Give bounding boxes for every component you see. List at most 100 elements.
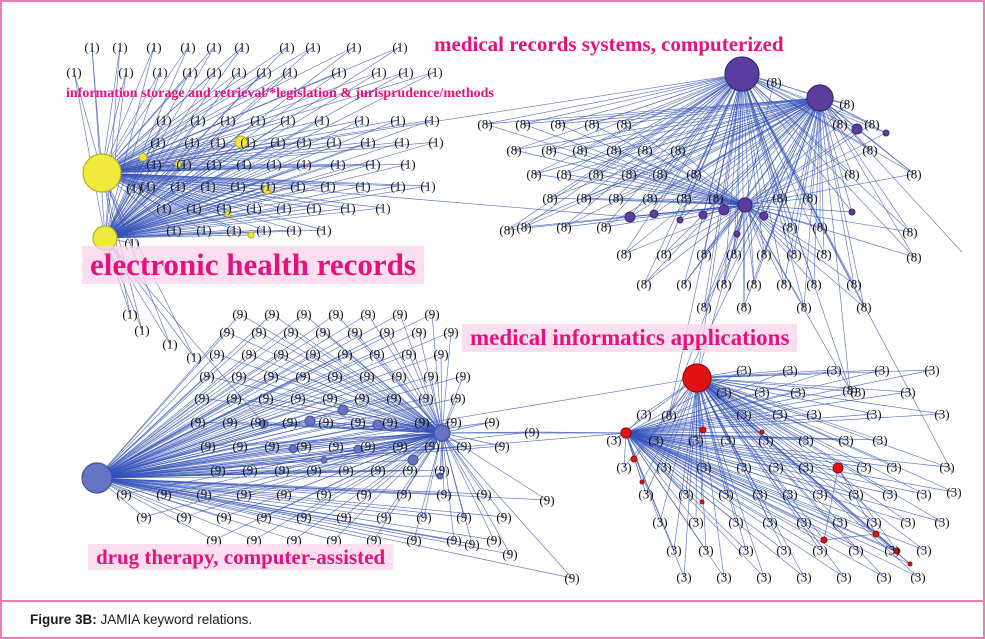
count-label: (9) — [290, 391, 305, 406]
edge — [744, 173, 853, 206]
edge — [101, 172, 384, 209]
edge — [104, 119, 289, 239]
edge — [96, 377, 698, 479]
edge — [696, 377, 909, 393]
edge — [104, 185, 239, 239]
count-label: (1) — [371, 65, 386, 80]
edge — [265, 397, 443, 434]
count-label: (1) — [296, 157, 311, 172]
count-label: (1) — [156, 201, 171, 216]
edge — [683, 377, 698, 578]
count-label: (1) — [226, 223, 241, 238]
count-label: (9) — [242, 463, 257, 478]
edge — [96, 313, 305, 479]
count-label: (9) — [423, 369, 438, 384]
edge — [613, 149, 746, 206]
edge — [683, 197, 746, 206]
count-label: (1) — [360, 135, 375, 150]
edge — [741, 73, 785, 285]
edge — [96, 477, 573, 579]
edge — [271, 313, 443, 434]
edge — [104, 141, 159, 239]
edge — [625, 413, 815, 434]
count-label: (3) — [606, 433, 621, 448]
edge — [625, 391, 799, 434]
count-label: (8) — [656, 247, 671, 262]
hub-node — [81, 462, 113, 494]
count-label: (3) — [848, 543, 863, 558]
count-label: (8) — [844, 167, 859, 182]
count-label: (9) — [258, 391, 273, 406]
count-label: (3) — [946, 485, 961, 500]
count-label: (8) — [756, 247, 771, 262]
edge — [696, 377, 865, 468]
count-label: (9) — [376, 510, 391, 525]
edge — [96, 469, 443, 479]
edge — [257, 421, 443, 434]
count-label: (3) — [872, 433, 887, 448]
edge — [696, 369, 933, 379]
edge — [625, 413, 745, 434]
count-label: (9) — [539, 493, 554, 508]
count-label: (1) — [306, 201, 321, 216]
count-label: (3) — [736, 460, 751, 475]
edge — [625, 432, 785, 551]
cluster-medical-records-systems-computerized — [624, 56, 890, 238]
edge — [441, 432, 495, 541]
edge — [96, 477, 365, 495]
edge — [302, 375, 443, 434]
edge — [413, 432, 443, 541]
edge — [819, 97, 851, 391]
edge — [744, 132, 887, 206]
figure-caption-text: JAMIA keyword relations. — [96, 612, 253, 627]
count-label: (3) — [812, 543, 827, 558]
edge — [595, 97, 821, 175]
edge — [625, 432, 805, 578]
count-label: (3) — [886, 460, 901, 475]
edge — [703, 204, 746, 255]
edge — [563, 73, 743, 175]
edge — [741, 73, 765, 255]
count-label: (1) — [390, 179, 405, 194]
edge — [696, 377, 948, 468]
count-label: (9) — [209, 347, 224, 362]
edge — [623, 432, 627, 468]
count-label: (1) — [156, 113, 171, 128]
edge — [628, 97, 821, 175]
count-label: (8) — [515, 117, 530, 132]
edge — [625, 413, 875, 434]
edge — [615, 97, 821, 199]
count-label: (8) — [584, 117, 599, 132]
count-label: (1) — [270, 135, 285, 150]
edge — [613, 97, 821, 151]
edge — [96, 477, 465, 518]
edge — [819, 97, 853, 213]
edge — [104, 46, 155, 239]
count-label: (9) — [274, 463, 289, 478]
node-dot — [820, 536, 828, 544]
count-label: (9) — [476, 487, 491, 502]
count-label: (8) — [786, 247, 801, 262]
count-label: (8) — [839, 97, 854, 112]
count-label: (8) — [608, 191, 623, 206]
edge — [253, 432, 443, 541]
edge — [96, 445, 273, 479]
edge — [659, 97, 821, 175]
network-graph: (1)(1)(1)(1)(1)(1)(1)(1)(1)(1)(1)(1)(1)(… — [2, 2, 983, 601]
count-label: (8) — [856, 300, 871, 315]
edge — [312, 353, 443, 434]
edge — [595, 173, 746, 206]
edge — [548, 149, 746, 206]
edge — [663, 73, 743, 255]
edge — [104, 185, 329, 239]
edge — [625, 432, 821, 551]
count-label: (9) — [356, 487, 371, 502]
edge — [583, 73, 743, 199]
edge — [823, 533, 877, 541]
count-label: (8) — [642, 191, 657, 206]
edge — [239, 313, 443, 434]
edge — [663, 204, 746, 255]
count-label: (9) — [232, 307, 247, 322]
edge — [625, 391, 725, 434]
edge — [322, 331, 443, 434]
